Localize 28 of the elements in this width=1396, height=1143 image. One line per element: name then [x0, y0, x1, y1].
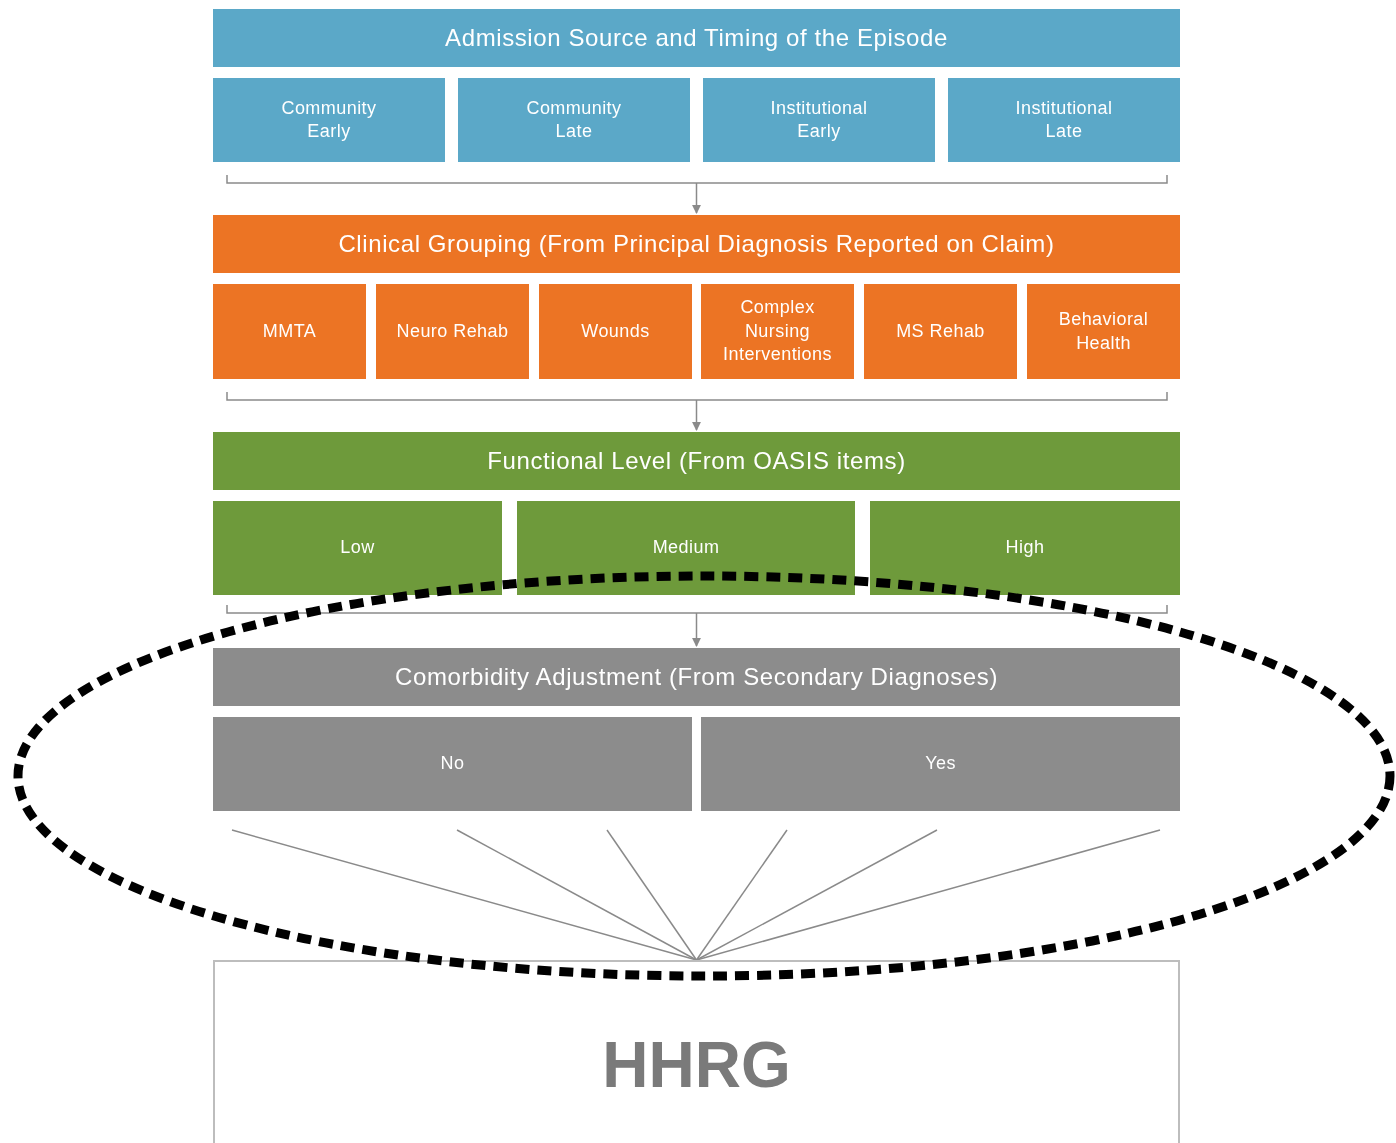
connector-line	[456, 829, 698, 961]
category-box: MS Rehab	[864, 284, 1017, 379]
category-box: Community Early	[213, 78, 445, 162]
category-box: Community Late	[458, 78, 690, 162]
connector-line	[695, 829, 788, 961]
category-box: High	[870, 501, 1180, 595]
arrow	[692, 612, 701, 647]
category-box: No	[213, 717, 692, 811]
section-header: Clinical Grouping (From Principal Diagnosis Reported on Claim)	[213, 215, 1180, 273]
category-box: Neuro Rehab	[376, 284, 529, 379]
result-box: HHRG	[213, 960, 1180, 1143]
category-box: Wounds	[539, 284, 692, 379]
connector-line	[695, 829, 938, 961]
category-box: Complex Nursing Interventions	[701, 284, 854, 379]
category-box: Medium	[517, 501, 855, 595]
category-box: Yes	[701, 717, 1180, 811]
arrow	[692, 399, 701, 431]
section-header: Comorbidity Adjustment (From Secondary Diagnoses)	[213, 648, 1180, 706]
category-box: Institutional Late	[948, 78, 1180, 162]
category-box: Institutional Early	[703, 78, 935, 162]
section-header: Admission Source and Timing of the Episode	[213, 9, 1180, 67]
category-box: Low	[213, 501, 502, 595]
section-header: Functional Level (From OASIS items)	[213, 432, 1180, 490]
arrow	[692, 182, 701, 214]
connector-line	[695, 829, 1161, 961]
category-box: MMTA	[213, 284, 366, 379]
category-box: Behavioral Health	[1027, 284, 1180, 379]
connector-line	[606, 829, 698, 961]
